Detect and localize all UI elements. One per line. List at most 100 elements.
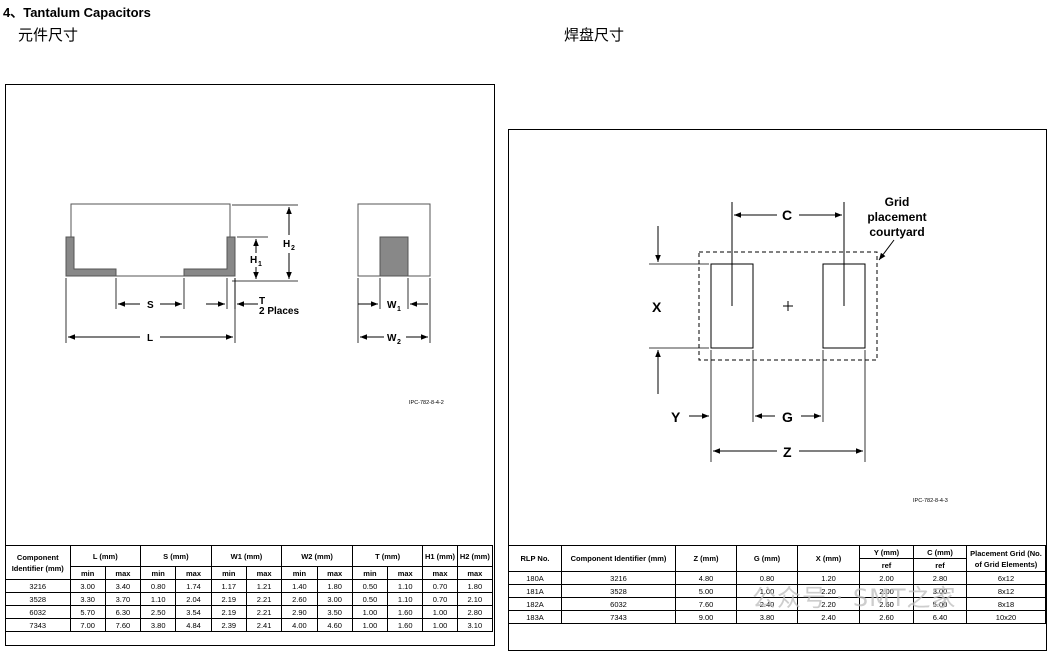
table-cell: 4.00 (281, 618, 318, 632)
table-cell: 2.41 (245, 618, 283, 632)
land-pattern-drawing: C X Y G Z Grid placement courtyard IPC-7… (649, 195, 948, 504)
table-cell: 8x18 (966, 597, 1046, 611)
table-cell: 3528 (561, 584, 676, 598)
land-pattern-table: RLP No. Component Identifier (mm) Z (mm)… (508, 545, 1046, 624)
col-header-h2: H2 (mm) (456, 545, 494, 567)
table-cell: 3.00 (316, 592, 353, 606)
table-cell: 3.70 (104, 592, 142, 606)
table-cell: 1.21 (245, 579, 283, 593)
table-cell: 1.10 (387, 592, 424, 606)
table-cell: 1.60 (387, 605, 424, 619)
table-cell: 3216 (561, 571, 676, 585)
component-dimension-table: Component Identifier (mm) L (mm) S (mm) … (5, 545, 494, 632)
table-cell: 6032 (5, 605, 71, 619)
table-cell: 0.70 (422, 592, 458, 606)
h2-subscript: 2 (291, 245, 295, 252)
col-header-w2: W2 (mm) (281, 545, 353, 567)
col-header-x: X (mm) (797, 545, 860, 572)
x-label: X (652, 299, 662, 315)
land-pattern-caption: 焊盘尺寸 (564, 26, 625, 44)
table-cell: 3.54 (175, 605, 212, 619)
table-cell: 6x12 (966, 571, 1046, 585)
h2-label: H (283, 239, 290, 250)
subheader: max (175, 566, 212, 580)
table-cell: 1.00 (422, 618, 458, 632)
table-cell: 182A (508, 597, 562, 611)
table-cell: 10x20 (966, 610, 1046, 624)
table-cell: 8x12 (966, 584, 1046, 598)
table-cell: 6.30 (104, 605, 142, 619)
table-cell: 4.84 (175, 618, 212, 632)
table-cell: 1.80 (456, 579, 494, 593)
col-header-c: C (mm) (913, 545, 967, 559)
col-header-component: Component Identifier (mm) (5, 545, 71, 580)
t-label: T (259, 296, 265, 307)
h1-label: H (250, 255, 257, 266)
table-cell: 1.74 (175, 579, 212, 593)
table-cell: 2.21 (245, 592, 283, 606)
z-label: Z (783, 444, 792, 460)
table-cell: 1.80 (316, 579, 353, 593)
table-cell: 6032 (561, 597, 676, 611)
s-label: S (147, 300, 154, 311)
col-header-h1: H1 (mm) (422, 545, 458, 567)
table-cell: 2.90 (281, 605, 318, 619)
table-cell: 2.80 (456, 605, 494, 619)
table-cell: 2.60 (281, 592, 318, 606)
table-cell: 3.50 (316, 605, 353, 619)
table-cell: 9.00 (675, 610, 737, 624)
y-label: Y (671, 409, 681, 425)
table-cell: 2.04 (175, 592, 212, 606)
w2-subscript: 2 (397, 339, 401, 346)
component-dimension-drawing: S L T 2 Places H 2 H 1 W 1 W 2 IPC-782-8… (65, 203, 444, 406)
subheader: min (69, 566, 106, 580)
table-cell: 1.17 (210, 579, 247, 593)
col-header-g: G (mm) (736, 545, 798, 572)
w1-subscript: 1 (397, 306, 401, 313)
subheader: min (140, 566, 177, 580)
subheader: ref (859, 558, 914, 572)
table-cell: 1.10 (387, 579, 424, 593)
c-label: C (782, 207, 792, 223)
table-cell: 3.10 (456, 618, 494, 632)
table-cell: 5.70 (69, 605, 106, 619)
table-cell: 0.50 (351, 579, 389, 593)
component-dimensions-caption: 元件尺寸 (18, 26, 79, 44)
grid-label-line1: Grid (885, 195, 910, 209)
h1-subscript: 1 (258, 261, 262, 268)
table-cell: 2.21 (245, 605, 283, 619)
table-cell: 3.40 (104, 579, 142, 593)
table-cell: 1.00 (422, 605, 458, 619)
col-header-t: T (mm) (351, 545, 424, 567)
table-cell: 4.80 (675, 571, 737, 585)
subheader: max (316, 566, 353, 580)
subheader: min (281, 566, 318, 580)
table-cell: 7343 (561, 610, 676, 624)
table-cell: 3.00 (69, 579, 106, 593)
table-cell: 1.00 (351, 618, 389, 632)
col-header-y: Y (mm) (859, 545, 914, 559)
section-title: 4、Tantalum Capacitors (3, 5, 151, 20)
g-label: G (782, 409, 793, 425)
table-cell: 2.50 (140, 605, 177, 619)
right-figure-id: IPC-782-8-4-3 (913, 498, 948, 504)
table-cell: 0.50 (351, 592, 389, 606)
table-cell: 3216 (5, 579, 71, 593)
table-cell: 1.10 (140, 592, 177, 606)
col-header-placement-grid: Placement Grid (No. of Grid Elements) (966, 545, 1046, 572)
table-cell: 4.60 (316, 618, 353, 632)
table-cell: 2.10 (456, 592, 494, 606)
grid-label-line2: placement (867, 210, 926, 224)
subheader: max (245, 566, 283, 580)
subheader: max (422, 566, 458, 580)
grid-label-line3: courtyard (869, 225, 924, 239)
table-cell: 180A (508, 571, 562, 585)
